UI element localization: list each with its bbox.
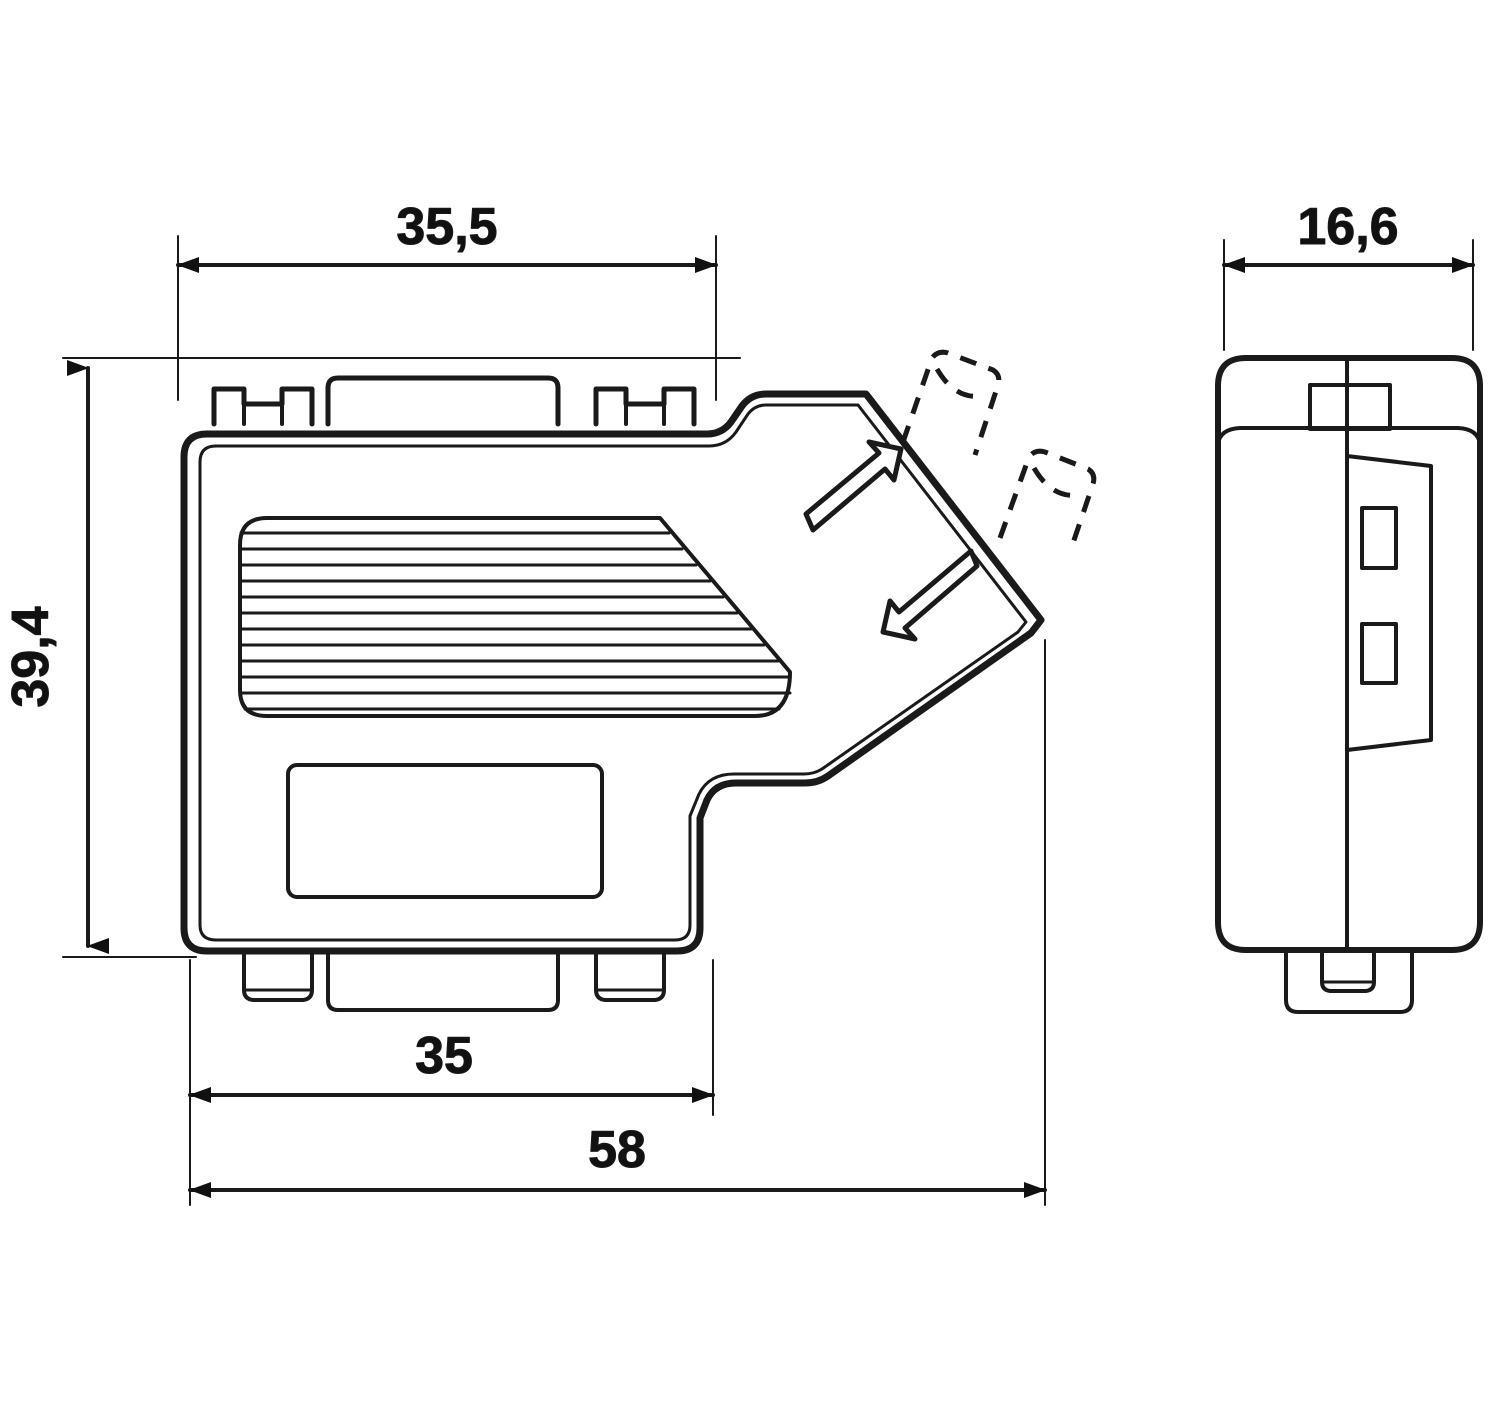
label-field	[286, 763, 604, 899]
dimension-16-6	[1222, 239, 1475, 351]
side-slot-lower	[1360, 622, 1398, 685]
housing-outline-inner	[198, 403, 1028, 942]
bottom-dsub-shell	[326, 949, 560, 1012]
top-dsub-shell	[325, 375, 561, 427]
side-slot-upper	[1360, 506, 1398, 570]
bus-in-arrow	[803, 439, 904, 533]
dimension-label-58: 58	[588, 1121, 646, 1179]
bottom-connector-shell	[242, 949, 666, 1012]
bus-out-arrow	[880, 548, 980, 642]
top-connector-shell	[211, 375, 697, 427]
dashed-cable-stub-lower	[997, 448, 1097, 553]
dimension-58	[188, 639, 1047, 1206]
latch-left	[211, 386, 315, 427]
screw-boss-right	[594, 949, 666, 1002]
dimension-39-4	[62, 360, 197, 958]
side-view: 16,6	[1215, 198, 1483, 1014]
dimension-label-35: 35	[415, 1027, 473, 1085]
side-top-notch	[1308, 383, 1392, 431]
dimension-label-35-5: 35,5	[396, 198, 497, 256]
side-bottom-boss	[1284, 948, 1414, 1014]
latch-right	[593, 386, 697, 427]
side-step-profile	[1345, 454, 1433, 752]
screw-boss-left	[242, 949, 314, 1002]
ribbed-grip-panel	[238, 516, 792, 718]
side-housing-outer	[1215, 355, 1483, 953]
side-inner-step	[1347, 457, 1428, 750]
side-bottom-screw	[1320, 948, 1376, 993]
front-view: 35,5 39,4 35 58	[2, 198, 1097, 1206]
dimension-35	[188, 959, 715, 1116]
dimension-label-39-4: 39,4	[2, 606, 60, 707]
dashed-cable-stub-upper	[900, 349, 1002, 456]
dimension-label-16-6: 16,6	[1297, 198, 1398, 256]
housing-outline-outer	[180, 390, 1045, 955]
dimension-35-5	[62, 235, 741, 401]
